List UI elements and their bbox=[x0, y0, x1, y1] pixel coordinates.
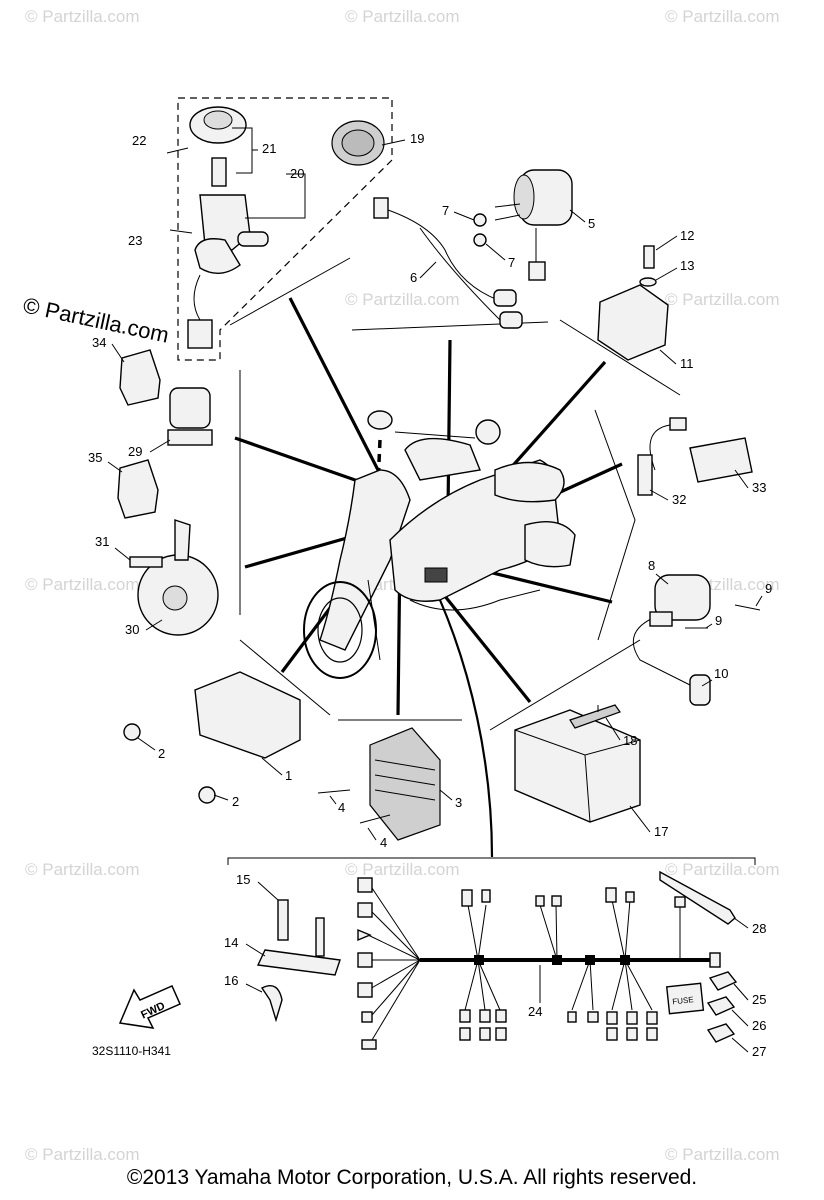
callout: 11 bbox=[680, 356, 694, 371]
callout: 34 bbox=[92, 335, 106, 350]
watermark: © Partzilla.com bbox=[25, 7, 140, 26]
wire-harness: FUSE bbox=[357, 870, 738, 1050]
starter-relay-assembly bbox=[373, 169, 573, 329]
callout: 35 bbox=[88, 450, 102, 465]
callout: 3 bbox=[455, 795, 462, 810]
callout: 8 bbox=[648, 558, 655, 573]
watermark: © Partzilla.com bbox=[665, 860, 780, 879]
battery bbox=[514, 704, 641, 823]
callout: 4 bbox=[380, 835, 387, 850]
callout: 2 bbox=[158, 746, 165, 761]
watermark: © Partzilla.com bbox=[665, 290, 780, 309]
callout-labels: 21 20 22 19 23 7 7 6 5 12 13 11 34 29 35… bbox=[88, 127, 772, 1059]
sensor-32 bbox=[637, 417, 753, 496]
callout: 26 bbox=[752, 1018, 766, 1033]
rectifier-regulator bbox=[317, 727, 441, 841]
relay-11 bbox=[597, 245, 669, 361]
bracket-14 bbox=[256, 899, 341, 1023]
fuse-box-label: FUSE bbox=[672, 995, 694, 1006]
diagram-code: 32S1110-H341 bbox=[92, 1044, 171, 1058]
callout: 2 bbox=[232, 794, 239, 809]
callout: 32 bbox=[672, 492, 686, 507]
main-switch-assembly bbox=[166, 106, 385, 349]
watermark: © Partzilla.com bbox=[25, 860, 140, 879]
callout: 33 bbox=[752, 480, 766, 495]
left-components bbox=[117, 349, 219, 636]
callout: 5 bbox=[588, 216, 595, 231]
callout: 23 bbox=[128, 233, 142, 248]
callout: 17 bbox=[654, 824, 668, 839]
callout: 18 bbox=[623, 733, 637, 748]
cdi-unit bbox=[123, 671, 301, 804]
watermark: © Partzilla.com bbox=[25, 1145, 140, 1164]
callout: 22 bbox=[132, 133, 146, 148]
callout: 30 bbox=[125, 622, 139, 637]
callout: 14 bbox=[224, 935, 238, 950]
callout: 12 bbox=[680, 228, 694, 243]
callout: 9 bbox=[715, 613, 722, 628]
ignition-coil bbox=[632, 574, 761, 706]
callout: 24 bbox=[528, 1004, 542, 1019]
callout: 10 bbox=[714, 666, 728, 681]
watermark: © Partzilla.com bbox=[345, 860, 460, 879]
callout: 28 bbox=[752, 921, 766, 936]
watermark: © Partzilla.com bbox=[665, 7, 780, 26]
callout: 19 bbox=[410, 131, 424, 146]
callout: 15 bbox=[236, 872, 250, 887]
callout: 7 bbox=[442, 203, 449, 218]
watermark: © Partzilla.com bbox=[665, 1145, 780, 1164]
callout: 25 bbox=[752, 992, 766, 1007]
callout: 21 bbox=[262, 141, 276, 156]
callout: 7 bbox=[508, 255, 515, 270]
callout: 16 bbox=[224, 973, 238, 988]
callout: 29 bbox=[128, 444, 142, 459]
scooter-illustration bbox=[303, 410, 576, 679]
callout: 4 bbox=[338, 800, 345, 815]
callout: 1 bbox=[285, 768, 292, 783]
copyright-notice: ©2013 Yamaha Motor Corporation, U.S.A. A… bbox=[126, 1166, 698, 1189]
callout: 9 bbox=[765, 581, 772, 596]
callout: 27 bbox=[752, 1044, 766, 1059]
callout: 6 bbox=[410, 270, 417, 285]
watermark: © Partzilla.com bbox=[25, 575, 140, 594]
watermark: © Partzilla.com bbox=[345, 7, 460, 26]
fwd-arrow-icon: FWD bbox=[118, 985, 181, 1029]
watermark: © Partzilla.com bbox=[345, 290, 460, 309]
callout: 31 bbox=[95, 534, 109, 549]
callout: 13 bbox=[680, 258, 694, 273]
